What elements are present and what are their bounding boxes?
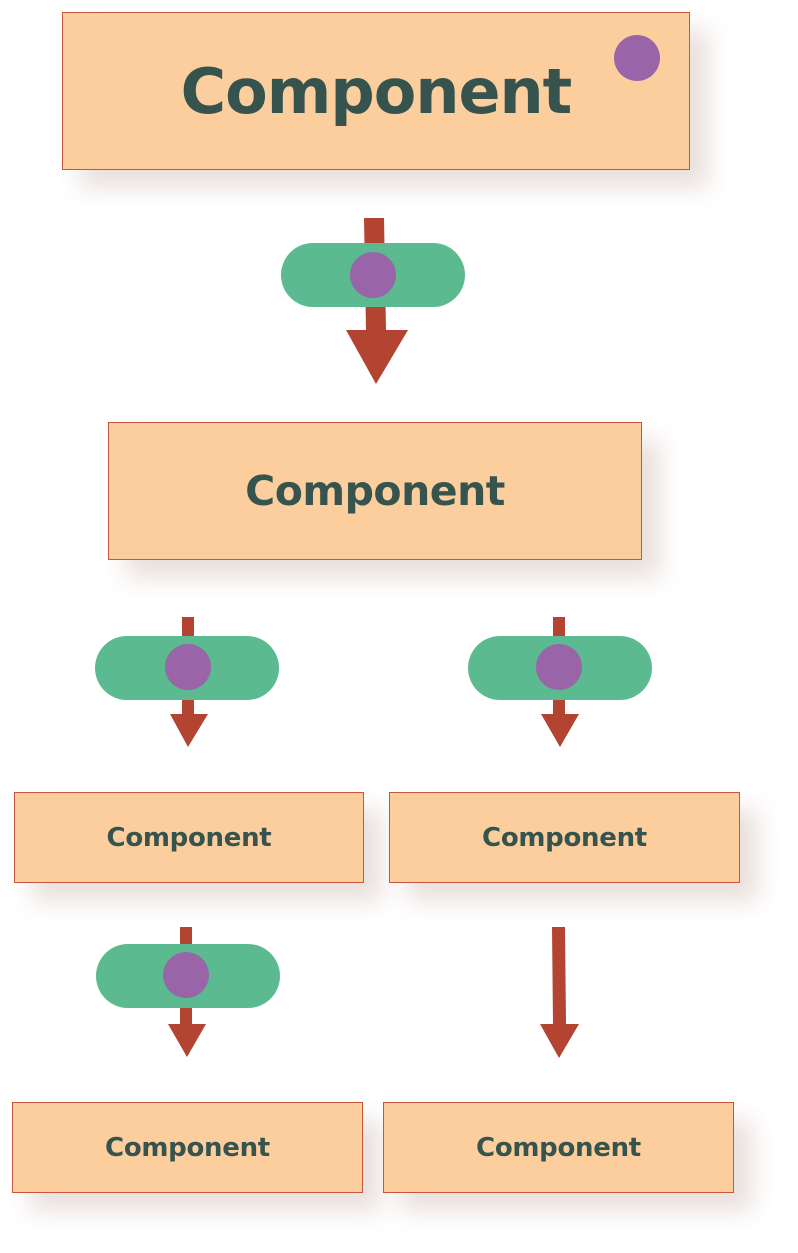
component-label: Component: [180, 54, 573, 128]
component-middle: Component: [108, 422, 642, 560]
connector-marker: [350, 252, 396, 298]
component-left-1: Component: [14, 792, 364, 883]
connector-middle-to-left: [95, 617, 279, 747]
component-root: Component: [62, 12, 690, 170]
component-left-2: Component: [12, 1102, 363, 1193]
arrow: [540, 927, 579, 1058]
root-marker: [614, 35, 660, 81]
component-right-1: Component: [389, 792, 740, 883]
connector-marker: [536, 644, 582, 690]
component-label: Component: [482, 822, 647, 853]
connector-marker: [165, 644, 211, 690]
component-label: Component: [105, 1132, 270, 1163]
component-label: Component: [245, 467, 505, 515]
component-right-2: Component: [383, 1102, 734, 1193]
connector-root-to-middle: [281, 218, 465, 384]
connector-middle-to-right: [468, 617, 652, 747]
connector-right-to-right: [540, 927, 579, 1058]
connector-left-to-left: [96, 927, 280, 1057]
connector-marker: [163, 952, 209, 998]
component-label: Component: [476, 1132, 641, 1163]
component-label: Component: [106, 822, 272, 853]
